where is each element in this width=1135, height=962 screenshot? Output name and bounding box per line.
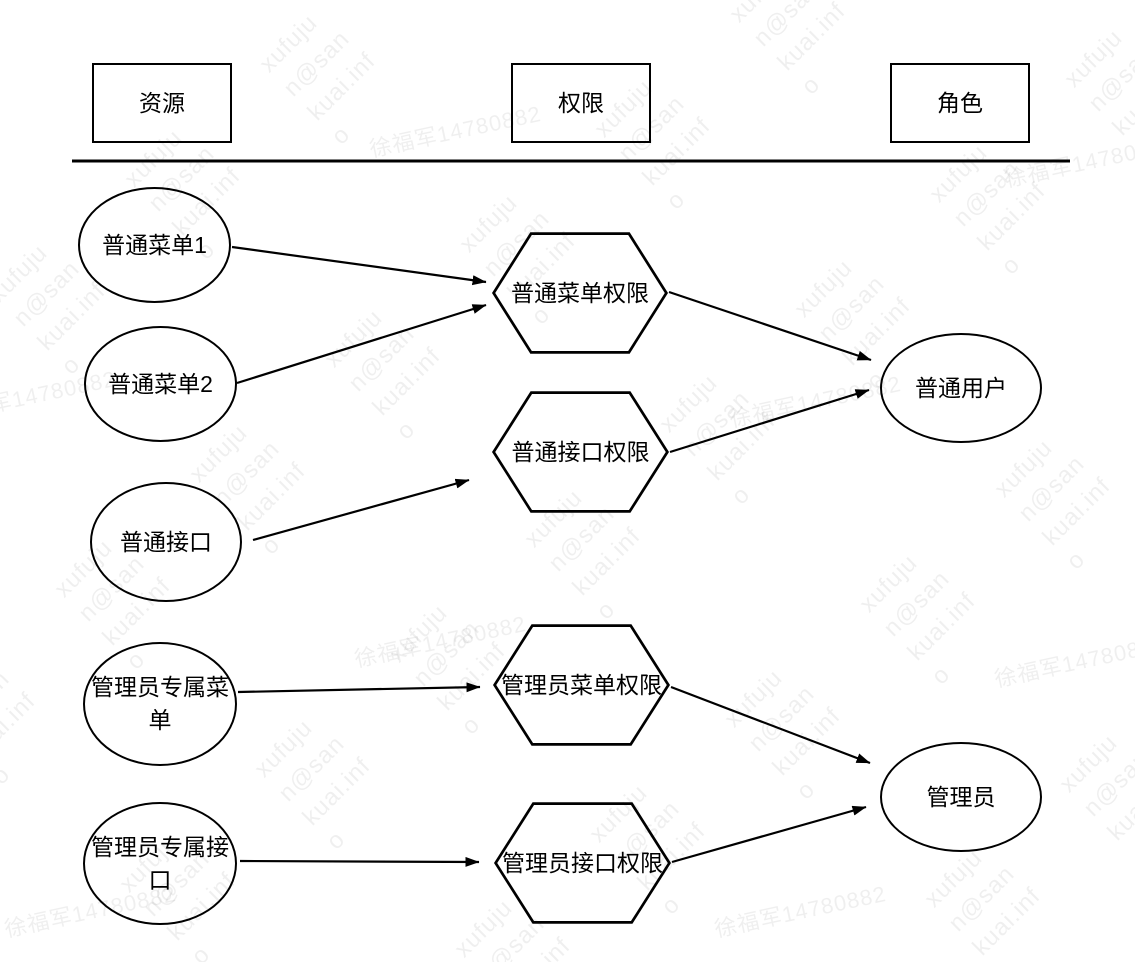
node-admin-api-perm-label: 管理员接口权限 bbox=[502, 849, 663, 876]
column-header-roles: 角色 bbox=[890, 63, 1030, 143]
hexagon-shape bbox=[493, 624, 670, 746]
node-normal-menu1: 普通菜单1 bbox=[78, 187, 231, 303]
node-admin-api: 管理员专属接口 bbox=[83, 802, 237, 925]
node-admin-menu-label: 管理员专属菜单 bbox=[91, 674, 229, 733]
node-normal-api-perm: 普通接口权限 bbox=[492, 391, 669, 513]
hexagon-shape bbox=[494, 802, 671, 924]
arrow-admin-menu-perm-to-admin-user bbox=[670, 685, 871, 765]
node-normal-api-perm-label: 普通接口权限 bbox=[511, 438, 650, 465]
arrow-admin-api-to-admin-api-perm bbox=[239, 856, 480, 867]
column-header-resources: 资源 bbox=[92, 63, 232, 143]
arrow-admin-api-perm-to-admin-user bbox=[671, 805, 867, 864]
arrow-normal-api-perm-to-normal-user bbox=[669, 388, 870, 454]
column-header-roles-label: 角色 bbox=[937, 89, 983, 116]
node-admin-menu: 管理员专属菜单 bbox=[83, 642, 237, 766]
node-admin-user-label: 管理员 bbox=[926, 783, 996, 810]
node-admin-user: 管理员 bbox=[880, 742, 1042, 852]
node-normal-user: 普通用户 bbox=[880, 333, 1042, 443]
node-normal-menu-perm: 普通菜单权限 bbox=[492, 232, 668, 354]
node-normal-api: 普通接口 bbox=[90, 482, 242, 602]
column-header-permissions: 权限 bbox=[511, 63, 651, 143]
arrow-normal-menu2-to-normal-menu-perm bbox=[236, 303, 487, 385]
arrow-admin-menu-to-admin-menu-perm bbox=[237, 682, 481, 694]
arrow-normal-menu-perm-to-normal-user bbox=[668, 290, 872, 362]
node-admin-menu-perm: 管理员菜单权限 bbox=[493, 624, 670, 746]
column-header-permissions-label: 权限 bbox=[558, 89, 604, 116]
node-admin-api-perm: 管理员接口权限 bbox=[494, 802, 671, 924]
node-admin-menu-perm-label: 管理员菜单权限 bbox=[501, 671, 662, 698]
hexagon-shape bbox=[492, 232, 668, 354]
node-normal-user-label: 普通用户 bbox=[915, 374, 1007, 401]
node-normal-menu2-label: 普通菜单2 bbox=[108, 370, 213, 397]
arrow-normal-api-to-normal-api-perm bbox=[252, 478, 470, 542]
node-normal-api-label: 普通接口 bbox=[120, 528, 212, 555]
node-admin-api-label: 管理员专属接口 bbox=[91, 833, 229, 893]
node-normal-menu1-label: 普通菜单1 bbox=[102, 231, 207, 258]
arrow-normal-menu1-to-normal-menu-perm bbox=[231, 245, 487, 286]
node-normal-menu-perm-label: 普通菜单权限 bbox=[511, 279, 649, 306]
hexagon-shape bbox=[492, 391, 669, 513]
column-header-resources-label: 资源 bbox=[139, 89, 185, 116]
node-normal-menu2: 普通菜单2 bbox=[84, 326, 237, 442]
